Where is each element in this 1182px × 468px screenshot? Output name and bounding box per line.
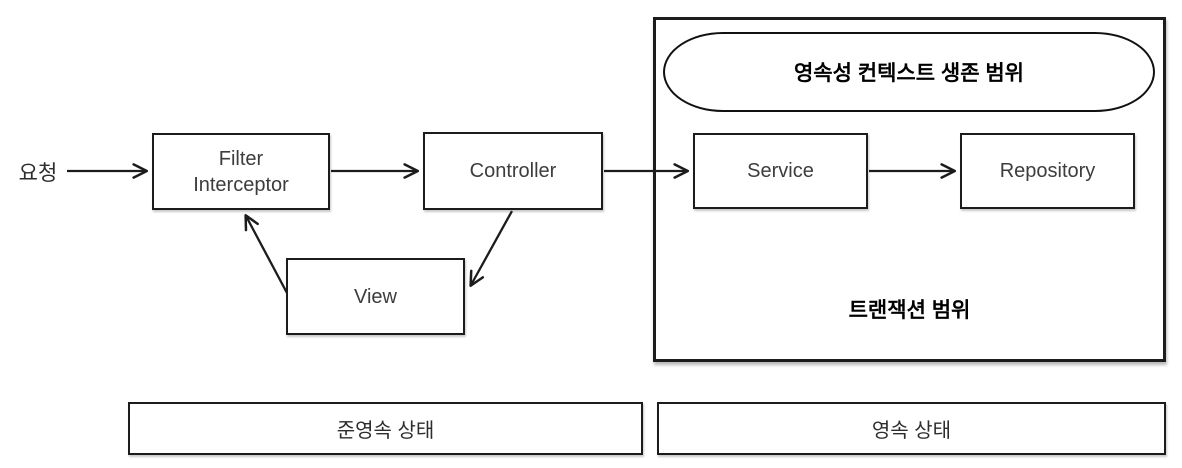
arrow-controller-to-view — [469, 210, 514, 287]
repository-label: Repository — [999, 160, 1096, 182]
controller-label: Controller — [469, 160, 557, 182]
transaction-scope-label: 트랜잭션 범위 — [848, 299, 971, 322]
node-controller: Controller — [423, 132, 603, 210]
persistence-context-scope-shape: 영속성 컨텍스트 생존 범위 — [663, 32, 1155, 112]
persistence-context-scope-label: 영속성 컨텍스트 생존 범위 — [793, 62, 1025, 85]
filter-label-line1: Filter — [218, 147, 264, 170]
node-filter-interceptor: Filter Interceptor — [152, 133, 330, 210]
arrow-view-to-filter — [244, 214, 289, 294]
detached-state-box: 준영속 상태 — [128, 402, 643, 455]
node-view: View — [286, 258, 465, 335]
persistent-state-label: 영속 상태 — [871, 420, 952, 442]
node-repository: Repository — [960, 133, 1135, 209]
view-label: View — [354, 285, 397, 308]
node-service: Service — [693, 133, 868, 209]
detached-state-label: 준영속 상태 — [336, 420, 435, 442]
persistent-state-box: 영속 상태 — [657, 402, 1166, 455]
filter-label-line2: Interceptor — [193, 173, 289, 196]
request-label: 요청 — [18, 162, 58, 185]
service-label: Service — [747, 160, 814, 182]
